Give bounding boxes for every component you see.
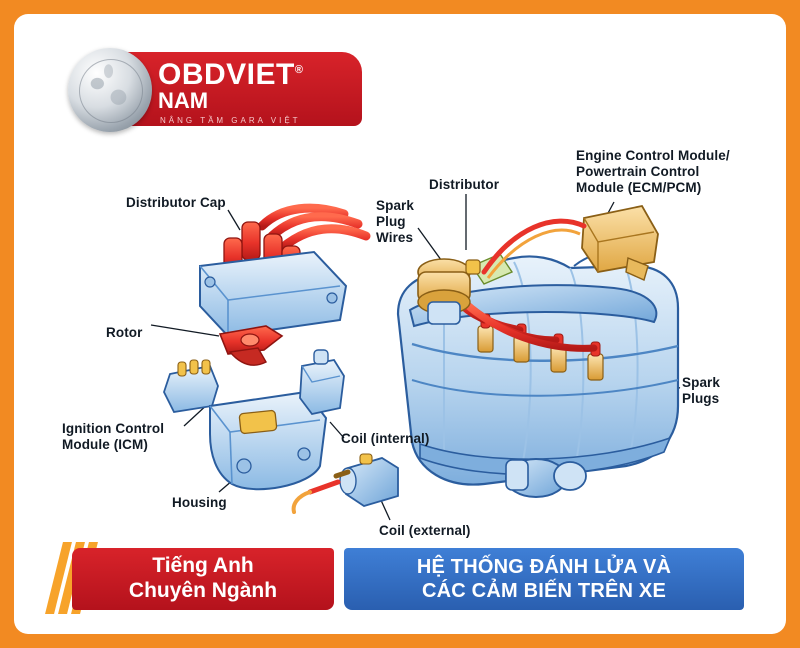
label-distributor: Distributor <box>429 177 500 192</box>
label-spark-plug-wires: Spark Plug Wires <box>376 198 436 246</box>
banner-left-line2: Chuyên Ngành <box>128 579 278 602</box>
coil-internal-part <box>299 349 345 416</box>
label-coil-external: Coil (external) <box>379 523 471 538</box>
banner-right-panel: HỆ THỐNG ĐÁNH LỬA VÀ CÁC CẢM BIẾN TRÊN X… <box>344 548 744 610</box>
label-ignition-control-module: Ignition Control Module (ICM) <box>62 421 212 453</box>
label-rotor: Rotor <box>106 325 143 340</box>
logo-text-nam: NAM <box>158 88 209 113</box>
logo-primary-text: OBDVIET® <box>158 60 370 90</box>
distributor-assembly <box>417 253 514 325</box>
label-housing: Housing <box>172 495 227 510</box>
ecm-pcm-module <box>581 204 659 281</box>
banner-right-line1: HỆ THỐNG ĐÁNH LỬA VÀ <box>416 556 672 578</box>
label-ecm-pcm-text: Engine Control Module/ Powertrain Contro… <box>576 148 730 195</box>
ecm-harness <box>481 218 587 275</box>
globe-icon <box>68 48 152 132</box>
label-spark-plugs-text: Spark Plugs <box>682 375 721 406</box>
coil-external-lead <box>291 490 312 514</box>
logo-text-obd: OBD <box>158 58 227 91</box>
banner-left-panel: Tiếng Anh Chuyên Ngành <box>72 548 334 610</box>
cap-wires <box>257 203 371 253</box>
registered-icon: ® <box>294 64 304 76</box>
label-spark-plug-wires-text: Spark Plug Wires <box>376 198 415 245</box>
housing-part <box>209 390 328 491</box>
label-icm-text: Ignition Control Module (ICM) <box>62 421 165 452</box>
label-coil-internal: Coil (internal) <box>341 431 430 446</box>
logo-text-viet: VIET <box>226 58 295 91</box>
bottom-banner: Tiếng Anh Chuyên Ngành HỆ THỐNG ĐÁNH LỬA… <box>14 542 786 634</box>
rotor-part <box>218 325 284 366</box>
logo-slogan: NÂNG TẦM GARA VIỆT <box>160 116 301 125</box>
label-distributor-cap: Distributor Cap <box>126 195 226 210</box>
white-card: OBDVIET® NAM NÂNG TẦM GARA VIỆT <box>14 14 786 634</box>
logo-obd-vietnam: OBDVIET® NAM NÂNG TẦM GARA VIỆT <box>62 48 362 138</box>
banner-right-line2: CÁC CẢM BIẾN TRÊN XE <box>421 580 666 602</box>
distributor-cap-part <box>199 203 371 338</box>
banner-left-line1: Tiếng Anh <box>152 554 254 578</box>
ecm-harness-secondary <box>486 228 581 279</box>
coil-external-part <box>307 453 399 507</box>
ignition-system-illustration <box>150 194 681 521</box>
label-spark-plugs: Spark Plugs <box>682 375 742 407</box>
label-ecm-pcm: Engine Control Module/ Powertrain Contro… <box>576 148 756 196</box>
ignition-control-module-part <box>163 359 219 413</box>
